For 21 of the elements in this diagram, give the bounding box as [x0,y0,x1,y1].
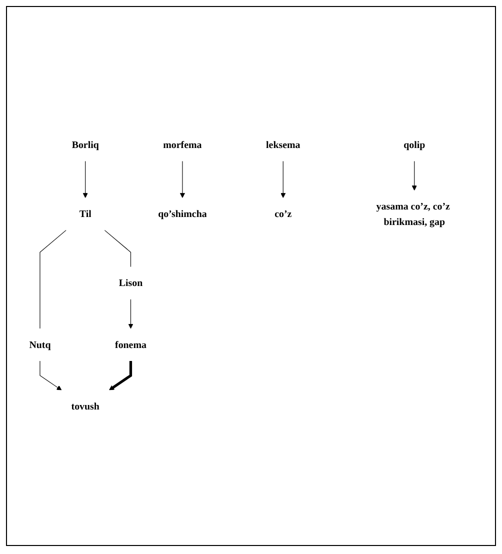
connector [40,230,66,330]
arrow [128,299,134,330]
node-text: morfema [163,140,202,151]
node-text: tovush [71,401,100,412]
node-text: qolip [404,140,426,151]
connector [104,230,132,268]
arrow [40,361,62,391]
arrow [180,161,186,198]
node-text: co’z [274,208,292,220]
node-text: qo’shimcha [158,208,207,220]
node-text: Nutq [29,339,51,350]
node-text: leksema [266,140,300,151]
node-text: yasama co’z, co’z birikmasi, gap [376,201,450,228]
arrow [82,161,88,198]
node-text: fonema [115,339,146,350]
node-text: Borliq [72,140,99,151]
node-text: Til [79,208,92,220]
arrow [109,361,132,391]
node-text: Lison [118,278,143,289]
arrow [280,161,286,198]
arrow [412,161,417,191]
